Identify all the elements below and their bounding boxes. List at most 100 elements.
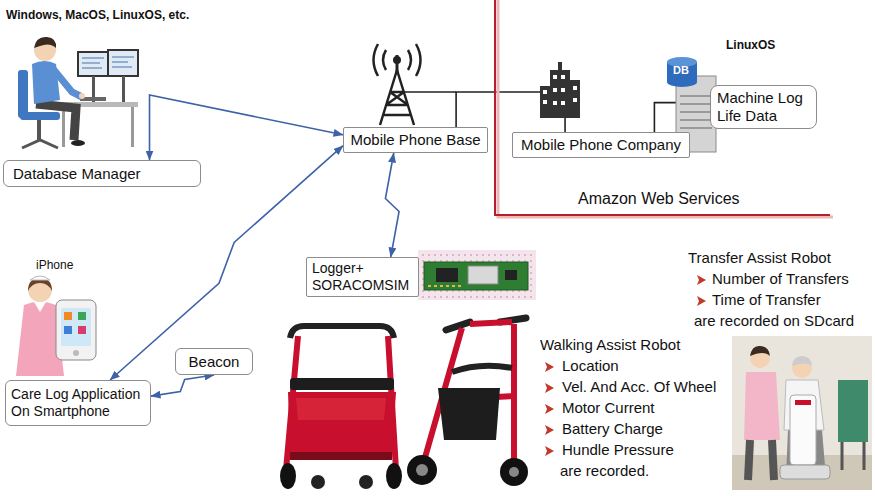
user-arm bbox=[54, 70, 80, 96]
list-note: are recorded. bbox=[560, 462, 649, 480]
caregiver-hair bbox=[750, 346, 770, 356]
chip bbox=[505, 270, 517, 280]
monitor bbox=[108, 50, 138, 76]
box-text: Mobile Phone Base bbox=[350, 131, 481, 149]
label-box: Mobile Phone Base bbox=[343, 127, 488, 153]
board-pins bbox=[428, 285, 461, 287]
connector-group bbox=[110, 92, 710, 396]
chair bbox=[838, 380, 868, 442]
monitor-stand bbox=[122, 76, 125, 102]
list-item: Vel. And Acc. Of Wheel bbox=[562, 378, 716, 396]
robot-column bbox=[790, 395, 816, 465]
modem-module bbox=[468, 266, 498, 284]
app-icon bbox=[78, 326, 86, 334]
device-box: Logger+ SORACOMSIM bbox=[306, 257, 419, 297]
app-icon bbox=[78, 312, 86, 320]
rollator-bag bbox=[438, 388, 500, 440]
network-line bbox=[150, 95, 343, 160]
antenna-tip bbox=[393, 56, 401, 64]
user-shoe bbox=[71, 140, 85, 146]
rollator-backrest bbox=[452, 366, 512, 372]
desk-leg bbox=[62, 107, 65, 147]
walker-highlight bbox=[296, 398, 386, 420]
server-slots bbox=[680, 96, 712, 128]
chair-seat bbox=[20, 112, 60, 120]
walker-handle bbox=[290, 326, 394, 338]
wireless-link bbox=[151, 375, 214, 396]
caregiver-body bbox=[744, 372, 780, 440]
box-text: Mobile Phone Company bbox=[519, 136, 683, 154]
robot-name: Transfer Assist Robot bbox=[688, 249, 831, 267]
chair-base bbox=[22, 140, 58, 148]
box-text: Machine Log Life Data bbox=[717, 89, 810, 125]
box-text: Beacon bbox=[182, 353, 246, 371]
wheel bbox=[386, 463, 402, 489]
photo-background bbox=[732, 336, 872, 490]
monitor bbox=[78, 52, 108, 76]
walker-base bbox=[290, 452, 392, 460]
home-button bbox=[73, 350, 79, 356]
wireless-link bbox=[385, 153, 399, 257]
app-box: Care Log Application On Smartphone bbox=[5, 380, 151, 426]
box-text: Care Log Application On Smartphone bbox=[11, 386, 145, 420]
user-hair bbox=[34, 37, 56, 48]
walker-body bbox=[288, 392, 396, 452]
box-text: Logger+ SORACOMSIM bbox=[312, 260, 413, 294]
phone-screen bbox=[61, 308, 91, 346]
wheel bbox=[500, 458, 528, 486]
network-wire bbox=[404, 91, 456, 93]
patient-hair bbox=[792, 356, 812, 366]
building-windows bbox=[543, 75, 577, 105]
chip bbox=[436, 268, 458, 282]
device-name: iPhone bbox=[36, 258, 73, 272]
board-ground-dots bbox=[418, 250, 536, 300]
label-box: Mobile Phone Company bbox=[512, 132, 690, 158]
board-ground bbox=[418, 250, 536, 300]
smartphone bbox=[56, 300, 96, 360]
user-hand bbox=[79, 93, 85, 99]
signal-waves bbox=[374, 44, 421, 76]
database-box: Machine Log Life Data bbox=[710, 85, 817, 129]
user-legs bbox=[36, 104, 76, 140]
wheel bbox=[407, 455, 437, 485]
list-bullets bbox=[545, 275, 706, 456]
robot-name: Walking Assist Robot bbox=[540, 336, 680, 354]
chair-legs bbox=[842, 442, 864, 470]
list-note: are recorded on SDcard bbox=[694, 312, 854, 330]
region-name: Amazon Web Services bbox=[578, 189, 740, 208]
robot-handle bbox=[795, 400, 811, 405]
os-note: Windows, MacOS, LinuxOS, etc. bbox=[6, 8, 189, 22]
database-cylinder bbox=[667, 62, 697, 87]
antenna-tower bbox=[380, 70, 414, 125]
list-item: Hundle Pressure bbox=[562, 441, 674, 459]
label-box: Database Manager bbox=[3, 160, 201, 187]
wheel-hub bbox=[509, 467, 519, 477]
list-item: Number of Transfers bbox=[712, 270, 849, 288]
list-item: Time of Transfer bbox=[712, 291, 821, 309]
wheel bbox=[280, 463, 296, 489]
aws-boundary-line bbox=[495, 0, 830, 215]
aws-boundary-shadow bbox=[498, 0, 833, 217]
app-icon bbox=[64, 326, 72, 334]
walker-seat bbox=[290, 378, 394, 390]
box-text: Database Manager bbox=[13, 165, 191, 183]
app-icon bbox=[64, 312, 72, 320]
wheel-hub bbox=[416, 464, 428, 476]
chair-back bbox=[18, 70, 28, 118]
walker-frame bbox=[286, 336, 396, 470]
os-note: LinuxOS bbox=[726, 38, 775, 52]
nurse-cap bbox=[30, 276, 50, 280]
chair-pole bbox=[37, 120, 41, 140]
office-building bbox=[540, 62, 580, 118]
list-item: Motor Current bbox=[562, 399, 655, 417]
nurse-head bbox=[28, 278, 52, 302]
list-item: Battery Charge bbox=[562, 420, 663, 438]
robot-base bbox=[780, 465, 830, 479]
list-item: Location bbox=[562, 357, 619, 375]
wheel bbox=[359, 475, 373, 489]
screen-lines bbox=[82, 57, 134, 68]
device-box: Beacon bbox=[175, 348, 253, 375]
db-mark: DB bbox=[673, 64, 689, 77]
wheel bbox=[311, 475, 325, 489]
